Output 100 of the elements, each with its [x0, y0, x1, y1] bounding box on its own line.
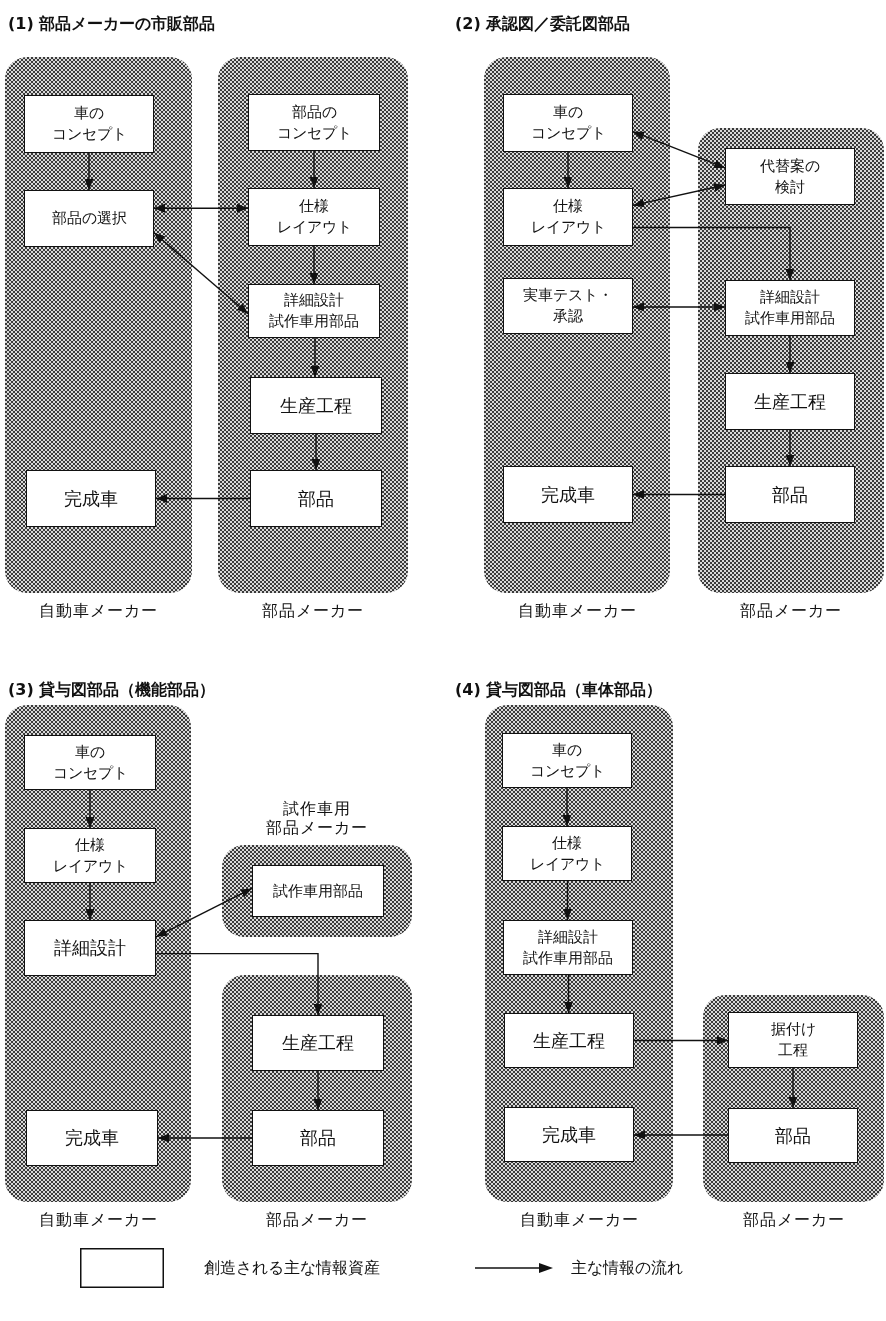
arrow [633, 1130, 729, 1140]
box-text: 部品 [300, 1126, 336, 1151]
box-text: 仕様レイアウト [530, 196, 606, 238]
legend-text: 創造される主な情報資産 [204, 1257, 380, 1279]
process-box [725, 280, 855, 336]
group-heading: 部品メーカー [739, 601, 843, 620]
arrow [632, 302, 726, 312]
box-text: 実車テスト・承認 [523, 285, 613, 327]
arrow [309, 245, 319, 285]
arrow [785, 335, 795, 374]
box-text: 車のコンセプト [51, 103, 127, 145]
arrow [563, 151, 573, 189]
process-box [24, 920, 156, 976]
box-text: 詳細設計 [54, 936, 126, 961]
process-box [725, 148, 855, 205]
process-box [250, 470, 382, 527]
arrow [632, 183, 726, 208]
process-box [503, 466, 633, 523]
process-box [252, 1110, 384, 1166]
box-text: 試作車用部品 [273, 880, 363, 902]
box-text: 仕様レイアウト [52, 834, 128, 877]
process-box [502, 733, 632, 788]
panel-title: (4) 貸与図部品（車体部品） [455, 680, 663, 701]
box-text: 部品のコンセプト [276, 101, 352, 144]
process-box [252, 1015, 384, 1071]
box-text: 完成車 [65, 1126, 119, 1151]
group-heading: 自動車メーカー [37, 1210, 159, 1229]
box-text: 部品 [772, 482, 808, 507]
box-text: 生産工程 [282, 1031, 354, 1056]
process-box [248, 284, 380, 338]
process-box [728, 1012, 858, 1068]
process-box [502, 826, 632, 881]
arrow [563, 880, 572, 921]
box-text: 部品 [298, 486, 334, 511]
process-box [24, 190, 154, 247]
process-box [24, 735, 156, 790]
arrow [309, 150, 319, 189]
arrow [785, 429, 795, 467]
box-text: 詳細設計試作車用部品 [269, 290, 359, 332]
box-text: 部品 [775, 1123, 811, 1148]
arrow [155, 494, 251, 503]
panel-title: (3) 貸与図部品（機能部品） [8, 680, 216, 701]
process-box [728, 1108, 858, 1163]
process-box [24, 828, 156, 883]
box-text: 生産工程 [533, 1028, 605, 1053]
group-heading: 部品メーカー [261, 601, 365, 620]
process-box [725, 466, 855, 523]
process-box [503, 920, 633, 975]
process-box [248, 188, 380, 246]
arrow [632, 226, 795, 281]
process-box [504, 1107, 634, 1162]
arrow [153, 232, 249, 315]
arrow [155, 887, 253, 938]
box-text: 生産工程 [754, 389, 826, 414]
arrow [564, 974, 573, 1014]
process-box [250, 377, 382, 434]
box-text: 車のコンセプト [529, 739, 605, 782]
group-heading: 部品メーカー [741, 1210, 846, 1229]
box-text: 代替案の検討 [760, 155, 820, 198]
group-heading: 自動車メーカー [516, 601, 638, 620]
box-text: 詳細設計試作車用部品 [745, 287, 835, 329]
arrow [633, 1036, 729, 1045]
process-box [248, 94, 380, 151]
group-heading: 自動車メーカー [38, 601, 159, 620]
arrow [311, 433, 321, 471]
process-box [503, 278, 633, 334]
arrow [85, 882, 95, 921]
panel-title: (1) 部品メーカーの市販部品 [8, 14, 216, 35]
arrow [155, 952, 323, 1016]
box-text: 仕様レイアウト [529, 832, 605, 875]
group-heading: 試作車用部品メーカー [265, 799, 369, 837]
panel-title: (2) 承認図／委託図部品 [455, 14, 631, 35]
box-text: 仕様レイアウト [276, 196, 352, 238]
box-text: 完成車 [541, 482, 595, 507]
process-box [503, 94, 633, 152]
arrow [84, 152, 94, 191]
arrow [632, 490, 726, 499]
group-heading: 部品メーカー [265, 1210, 369, 1229]
process-box [504, 1013, 634, 1068]
arrow [788, 1067, 798, 1109]
group-heading: 自動車メーカー [518, 1210, 640, 1229]
process-box [503, 188, 633, 246]
box-text: 生産工程 [280, 393, 352, 418]
box-text: 据付け工程 [770, 1019, 816, 1061]
box-text: 完成車 [64, 486, 118, 511]
process-box [26, 470, 156, 527]
process-box [252, 865, 384, 917]
arrow [310, 337, 320, 378]
arrow [157, 1133, 253, 1143]
process-box [725, 373, 855, 430]
box-text: 車のコンセプト [530, 102, 606, 144]
arrow [153, 203, 249, 213]
legend-text: 主な情報の流れ [571, 1257, 683, 1279]
arrow [85, 789, 95, 829]
arrow [632, 131, 726, 169]
box-text: 完成車 [542, 1122, 596, 1147]
box-text: 詳細設計試作車用部品 [523, 926, 613, 969]
arrow [313, 1070, 323, 1111]
arrow [562, 787, 572, 827]
box-text: 部品の選択 [51, 208, 127, 229]
